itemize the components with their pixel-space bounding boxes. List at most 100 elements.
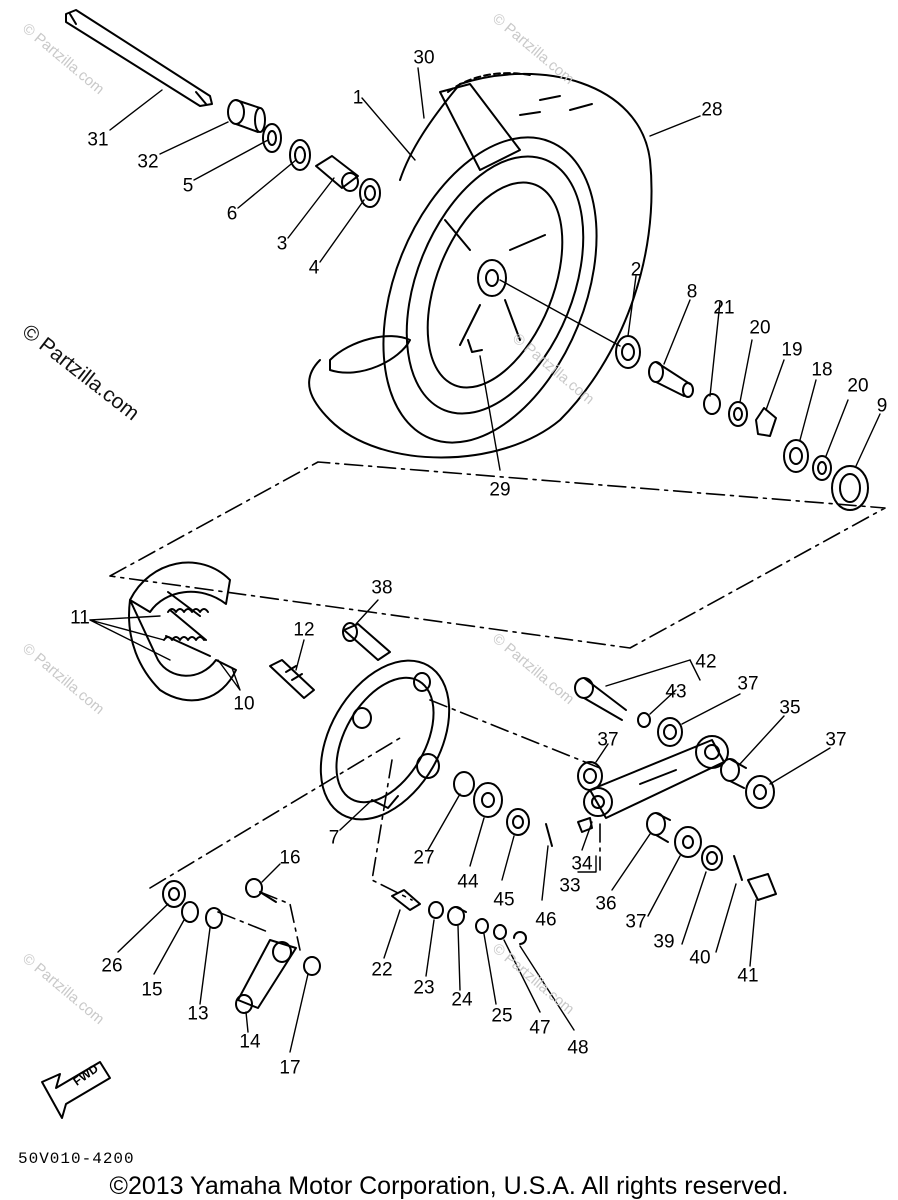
oil-seal-5 [262,123,282,153]
spring-26 [162,880,186,908]
washer-20b [812,455,832,481]
callout-16: 16 [279,847,301,869]
callout-43: 43 [665,681,687,703]
seal-13 [205,907,223,929]
nut-17 [303,956,321,976]
callout-20b: 20 [847,375,869,397]
fwd-arrow [41,1061,111,1119]
callout-45: 45 [493,889,515,911]
washer-20a [728,401,748,427]
nut-18 [783,439,809,473]
callout-40: 40 [689,947,711,969]
washer-37c [745,775,775,809]
bolt-38 [342,622,391,661]
callout-47: 47 [529,1017,551,1039]
bolt-42 [574,677,627,721]
callout-20a: 20 [749,317,771,339]
callout-32: 32 [137,151,159,173]
callout-14: 14 [239,1031,261,1053]
bearing-4 [359,178,381,208]
oil-seal-9 [831,465,869,511]
callout-35: 35 [779,697,801,719]
callout-29: 29 [489,479,511,501]
nut-45 [506,808,530,836]
washer-25 [475,918,489,934]
collar-36 [646,812,671,843]
circlip-21 [703,393,721,415]
callout-37a: 37 [737,673,759,695]
callout-31: 31 [87,129,109,151]
callout-15: 15 [141,979,163,1001]
cotter-pin-46 [545,823,553,847]
callout-4: 4 [308,257,320,279]
axle-shaft [65,9,213,107]
collar-32 [227,99,266,133]
springs-11 [163,608,209,641]
callout-46: 46 [535,909,557,931]
callout-17: 17 [279,1057,301,1079]
small-nut-34 [577,817,593,833]
callout-9: 9 [876,395,888,417]
callout-37d: 37 [625,911,647,933]
bolt-16 [245,878,277,903]
callout-23: 23 [413,977,435,999]
copyright-notice: ©2013 Yamaha Motor Corporation, U.S.A. A… [109,1172,789,1200]
callout-24: 24 [451,989,473,1011]
callout-11: 11 [70,607,90,629]
bearing-2 [615,335,641,369]
callout-30: 30 [413,47,435,69]
cap-41 [747,873,777,901]
callout-27: 27 [413,847,435,869]
sprocket-shaft-8 [648,361,694,398]
callout-34: 34 [571,853,593,875]
callout-19: 19 [781,339,803,361]
tension-bar-33 [583,735,729,819]
callout-2: 2 [630,259,642,281]
nut-23 [428,901,444,919]
clip-48 [513,931,527,945]
washer-37d [674,826,702,858]
callout-3: 3 [276,233,288,255]
cotter-pin-43 [637,712,651,728]
callout-10: 10 [233,693,255,715]
callout-28: 28 [701,99,723,121]
callout-48: 48 [567,1037,589,1059]
camshaft-lever-14 [235,939,297,1014]
callout-36: 36 [595,893,617,915]
spacer-3 [315,155,359,192]
callout-26: 26 [101,955,123,977]
nut-39 [701,845,723,871]
callout-37b: 37 [597,729,619,751]
washer-37b [577,761,603,791]
spacer-24 [447,906,467,926]
callout-22: 22 [371,959,393,981]
washer-37a [657,717,683,747]
callout-25: 25 [491,1005,513,1027]
indicator-15 [181,901,199,923]
rear-wheel-assembly [308,72,653,459]
diagram-code: 50V010-4200 [18,1150,135,1168]
washer-47 [493,924,507,940]
callout-12: 12 [293,619,315,641]
leader-lines [89,67,881,1053]
callout-37c: 37 [825,729,847,751]
callout-7: 7 [328,827,340,849]
callout-1: 1 [352,87,364,109]
callout-5: 5 [182,175,194,197]
assembly-guide-lines [109,461,886,951]
brake-shoes-10 [128,561,237,702]
callout-33: 33 [559,875,581,897]
callout-41: 41 [737,965,759,987]
callout-39: 39 [653,931,675,953]
collar-44 [473,782,503,818]
lock-washer-19 [755,407,777,437]
callout-44: 44 [457,871,479,893]
bearing-6 [289,139,311,171]
collar-35 [720,758,747,789]
callout-6: 6 [226,203,238,225]
callout-38: 38 [371,577,393,599]
o-ring-27 [453,771,475,797]
brake-plate-7 [319,659,451,821]
callout-21: 21 [713,297,735,319]
